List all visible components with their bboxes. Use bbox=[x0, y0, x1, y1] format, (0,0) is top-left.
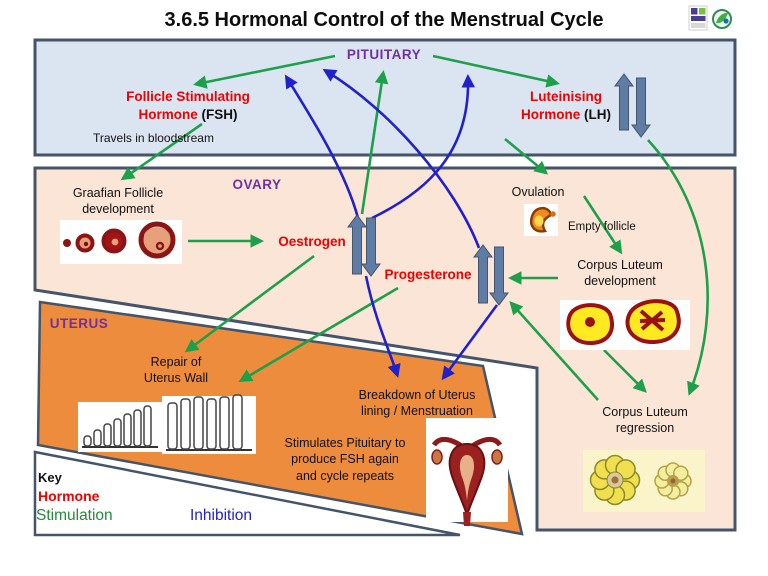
arrow-fsh-to-follicle bbox=[120, 122, 203, 181]
arrow-cl-development-to-regression bbox=[603, 349, 647, 393]
arrow-lh-to-ovulation bbox=[504, 137, 549, 175]
key-hormone-label: Hormone bbox=[38, 488, 100, 504]
graafian-follicle-label: Graafian Follicle development bbox=[72, 186, 164, 217]
oestrogen-label: Oestrogen bbox=[278, 234, 346, 249]
arrow-lh-to-cl-regression bbox=[647, 139, 709, 396]
progesterone-label: Progesterone bbox=[384, 267, 472, 282]
pituitary-box bbox=[33, 38, 737, 157]
key-wedge bbox=[33, 450, 461, 537]
fsh-label: Follicle Stimulating Hormone (FSH) bbox=[126, 89, 250, 122]
arrow-oestrogen-inhibits-lh bbox=[371, 73, 476, 220]
arrow-oestrogen-inhibits-fsh bbox=[284, 74, 360, 219]
oestrogen-rise-arrow bbox=[347, 214, 367, 275]
uterus-lining-growth-illustration bbox=[78, 402, 162, 452]
progesterone-rise-arrow bbox=[473, 244, 493, 304]
repair-uterus-wall-label: Repair of Uterus Wall bbox=[143, 355, 209, 386]
uterus-label: UTERUS bbox=[49, 316, 109, 331]
lh-label: Luteinising Hormone (LH) bbox=[520, 89, 612, 122]
ovulation-label: Ovulation bbox=[511, 185, 565, 199]
arrow-progesterone-inhibits-pituitary bbox=[322, 68, 481, 249]
pituitary-label: PITUITARY bbox=[346, 47, 422, 62]
arrow-pituitary-to-fsh bbox=[193, 54, 336, 89]
breakdown-label: Breakdown of Uterus lining / Menstruatio… bbox=[358, 388, 476, 419]
empty-follicle-label: Empty follicle bbox=[568, 221, 636, 233]
oestrogen-fall-arrow bbox=[361, 217, 381, 277]
progesterone-fall-arrow bbox=[489, 246, 509, 306]
arrow-oestrogen-to-repair bbox=[184, 254, 315, 353]
arrow-cl-regression-to-progesterone bbox=[509, 300, 599, 401]
follicle-development-illustration bbox=[60, 220, 182, 264]
key-title: Key bbox=[38, 470, 62, 485]
hormone-level-arrows bbox=[347, 73, 651, 306]
arrow-pituitary-to-lh bbox=[432, 54, 560, 88]
arrow-progesterone-to-breakdown bbox=[441, 304, 499, 381]
key-stimulation-label: Stimulation bbox=[36, 507, 113, 524]
inhibition-arrows bbox=[284, 68, 499, 381]
uterus-anatomy-illustration bbox=[426, 418, 508, 526]
brand-logo-globe bbox=[712, 9, 732, 29]
corpus-luteum-regression-label: Corpus Luteum regression bbox=[602, 405, 688, 436]
stimulation-arrows bbox=[120, 54, 709, 401]
arrow-oestrogen-to-breakdown bbox=[364, 275, 401, 378]
slide-title: 3.6.5 Hormonal Control of the Menstrual … bbox=[164, 9, 604, 31]
corpus-luteum-development-label: Corpus Luteum development bbox=[577, 258, 663, 289]
travels-bloodstream-label: Travels in bloodstream bbox=[93, 131, 214, 145]
key-inhibition-label: Inhibition bbox=[190, 507, 253, 524]
lh-rise-arrow bbox=[614, 73, 634, 131]
cycle-repeat-note: Stimulates Pituitary to produce FSH agai… bbox=[284, 436, 406, 483]
corpus-luteum-regression-illustration bbox=[583, 450, 705, 512]
ovary-label: OVARY bbox=[232, 177, 282, 192]
ovulation-icon bbox=[524, 204, 558, 236]
corpus-luteum-development-illustration bbox=[560, 299, 690, 350]
lh-fall-arrow bbox=[631, 77, 651, 138]
uterus-region bbox=[36, 300, 524, 536]
ovary-region bbox=[33, 166, 737, 532]
arrow-oestrogen-to-pituitary bbox=[360, 69, 389, 215]
arrow-ovulation-to-cl-development bbox=[582, 195, 623, 255]
brand-logo-square bbox=[688, 5, 708, 31]
uterus-lining-thick-illustration bbox=[162, 394, 256, 454]
